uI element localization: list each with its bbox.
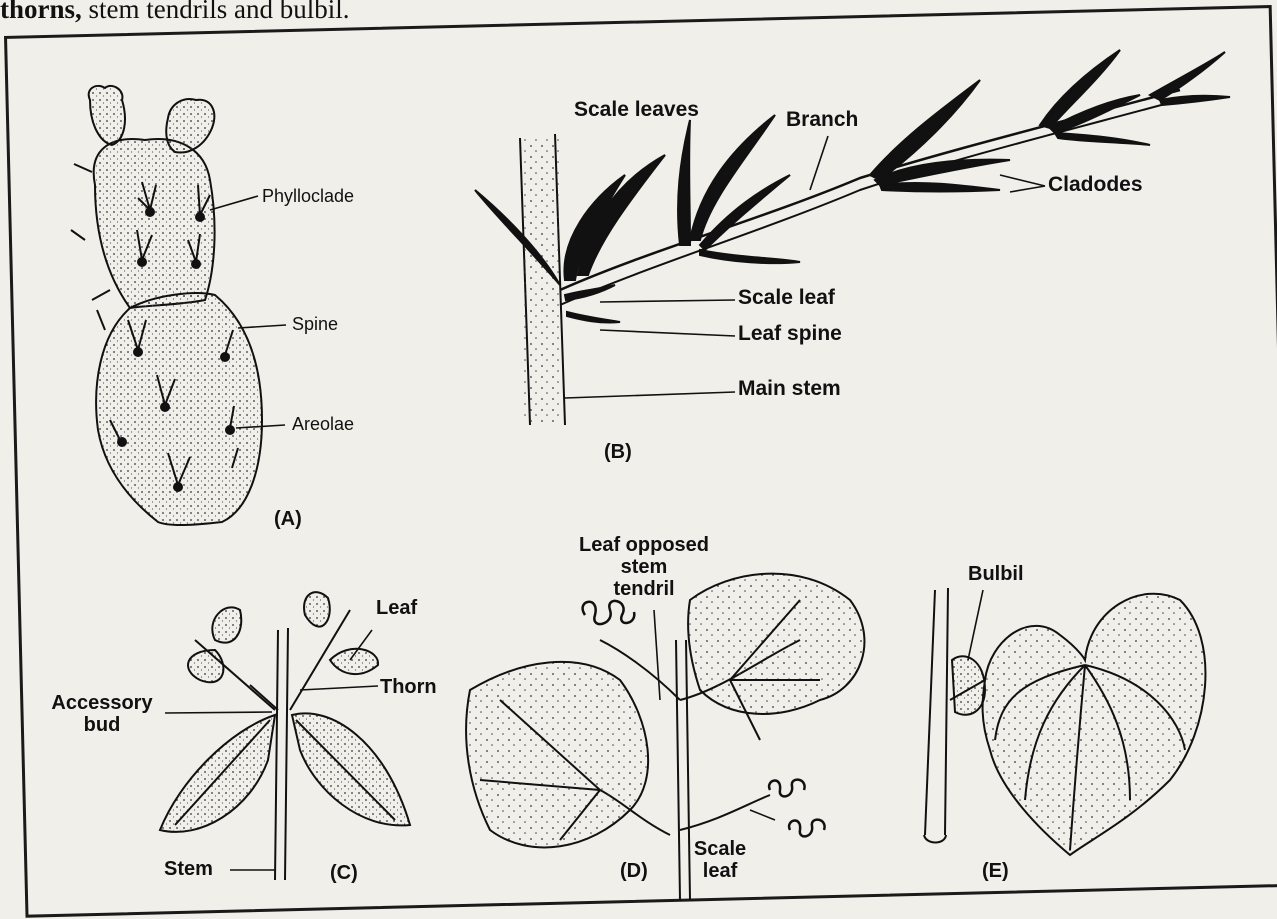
label-accessory-bud: Accessory bud [40,692,164,736]
label-scale-leaf-d: Scale leaf [688,838,752,882]
label-areolae: Areolae [292,414,354,435]
label-branch: Branch [786,108,858,132]
label-scale-leaves: Scale leaves [574,98,699,122]
opuntia-drawing [71,86,262,525]
thorn-plant-drawing [160,592,410,880]
vine-drawing [466,574,864,900]
panel-tag-c: (C) [330,862,358,885]
bulbil-drawing [924,588,1205,855]
label-scale-leaf: Scale leaf [738,286,835,310]
label-thorn: Thorn [380,676,437,699]
label-cladodes: Cladodes [1048,173,1143,197]
panel-tag-d: (D) [620,860,648,883]
label-tendril-line3: tendril [556,578,732,600]
label-accessory-line2: bud [40,714,164,736]
panel-tag-a: (A) [274,508,302,531]
label-spine: Spine [292,314,338,335]
label-leaf-opposed-tendril: Leaf opposed stem tendril [556,534,732,600]
label-leaf-spine: Leaf spine [738,322,842,346]
label-main-stem: Main stem [738,377,841,401]
label-tendril-line1: Leaf opposed [556,534,732,556]
label-scale-line2: leaf [688,860,752,882]
label-stem: Stem [164,858,213,881]
label-phylloclade: Phylloclade [262,186,354,207]
panel-tag-e: (E) [982,860,1009,883]
label-tendril-line2: stem [556,556,732,578]
panel-tag-b: (B) [604,441,632,464]
label-accessory-line1: Accessory [40,692,164,714]
bulbil-leader-lines [968,590,983,660]
label-leaf: Leaf [376,597,417,620]
label-bulbil: Bulbil [968,563,1024,586]
label-scale-line1: Scale [688,838,752,860]
